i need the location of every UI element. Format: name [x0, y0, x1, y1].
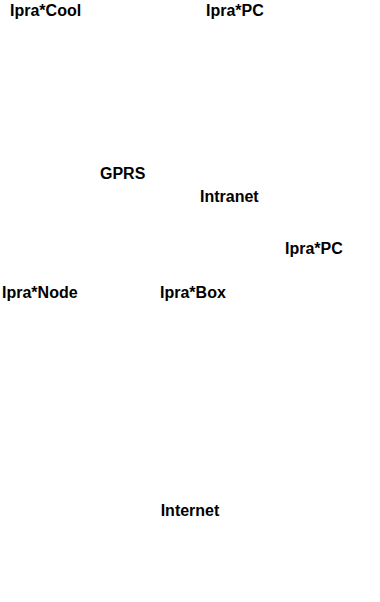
- box-server: [198, 340, 244, 382]
- link-dot: [81, 339, 89, 347]
- phone-group: Ipra*Cool: [8, 2, 128, 110]
- link-dot: [96, 96, 104, 104]
- cloud-shape: [10, 50, 182, 382]
- network-cloud: Intranet: [188, 38, 336, 423]
- link-line: [85, 343, 222, 374]
- node-label: Intranet: [200, 188, 259, 206]
- node-label: Ipra*PC: [206, 2, 264, 20]
- network-link: [81, 339, 226, 374]
- server-node: Ipra*Node: [2, 284, 127, 394]
- server-box: Ipra*Box: [160, 284, 250, 380]
- link-dot: [266, 72, 274, 80]
- desktop-pc: [312, 262, 352, 304]
- pc-group: Ipra*PC: [200, 2, 300, 78]
- link-dot: [38, 96, 46, 104]
- cloud-shape: [14, 388, 367, 599]
- network-cloud: GPRS: [15, 40, 180, 392]
- node-label: Ipra*PC: [285, 240, 343, 258]
- link-line: [222, 76, 272, 356]
- network-link: [80, 96, 104, 347]
- pc-station: Ipra*PC: [283, 240, 368, 310]
- link-dot: [218, 352, 226, 360]
- node-label: Ipra*Box: [160, 284, 226, 302]
- link-line: [80, 100, 100, 343]
- node-label: Ipra*Cool: [10, 2, 81, 20]
- network-link: [218, 72, 274, 360]
- link-dot: [218, 352, 226, 360]
- link-dot: [81, 339, 89, 347]
- cloud-shape: [181, 49, 339, 412]
- link-dot: [81, 339, 89, 347]
- mobile-phone: [28, 16, 58, 96]
- cloud-outline: [6, 390, 374, 598]
- desktop-pc: [250, 24, 290, 71]
- internet-cloud: Internet: [6, 390, 374, 598]
- mobile-phone: [86, 14, 116, 94]
- node-label: Ipra*Node: [2, 284, 78, 302]
- cloud-outline: [188, 38, 336, 423]
- link-line: [84, 304, 322, 470]
- node-server: [40, 312, 118, 394]
- link-dot: [318, 300, 326, 308]
- cloud-outline: [15, 40, 180, 392]
- node-label: Internet: [161, 502, 220, 520]
- gprs-loop-link: [42, 100, 100, 163]
- network-link: [81, 300, 326, 470]
- node-label: GPRS: [100, 165, 145, 183]
- desktop-pc: [204, 24, 244, 71]
